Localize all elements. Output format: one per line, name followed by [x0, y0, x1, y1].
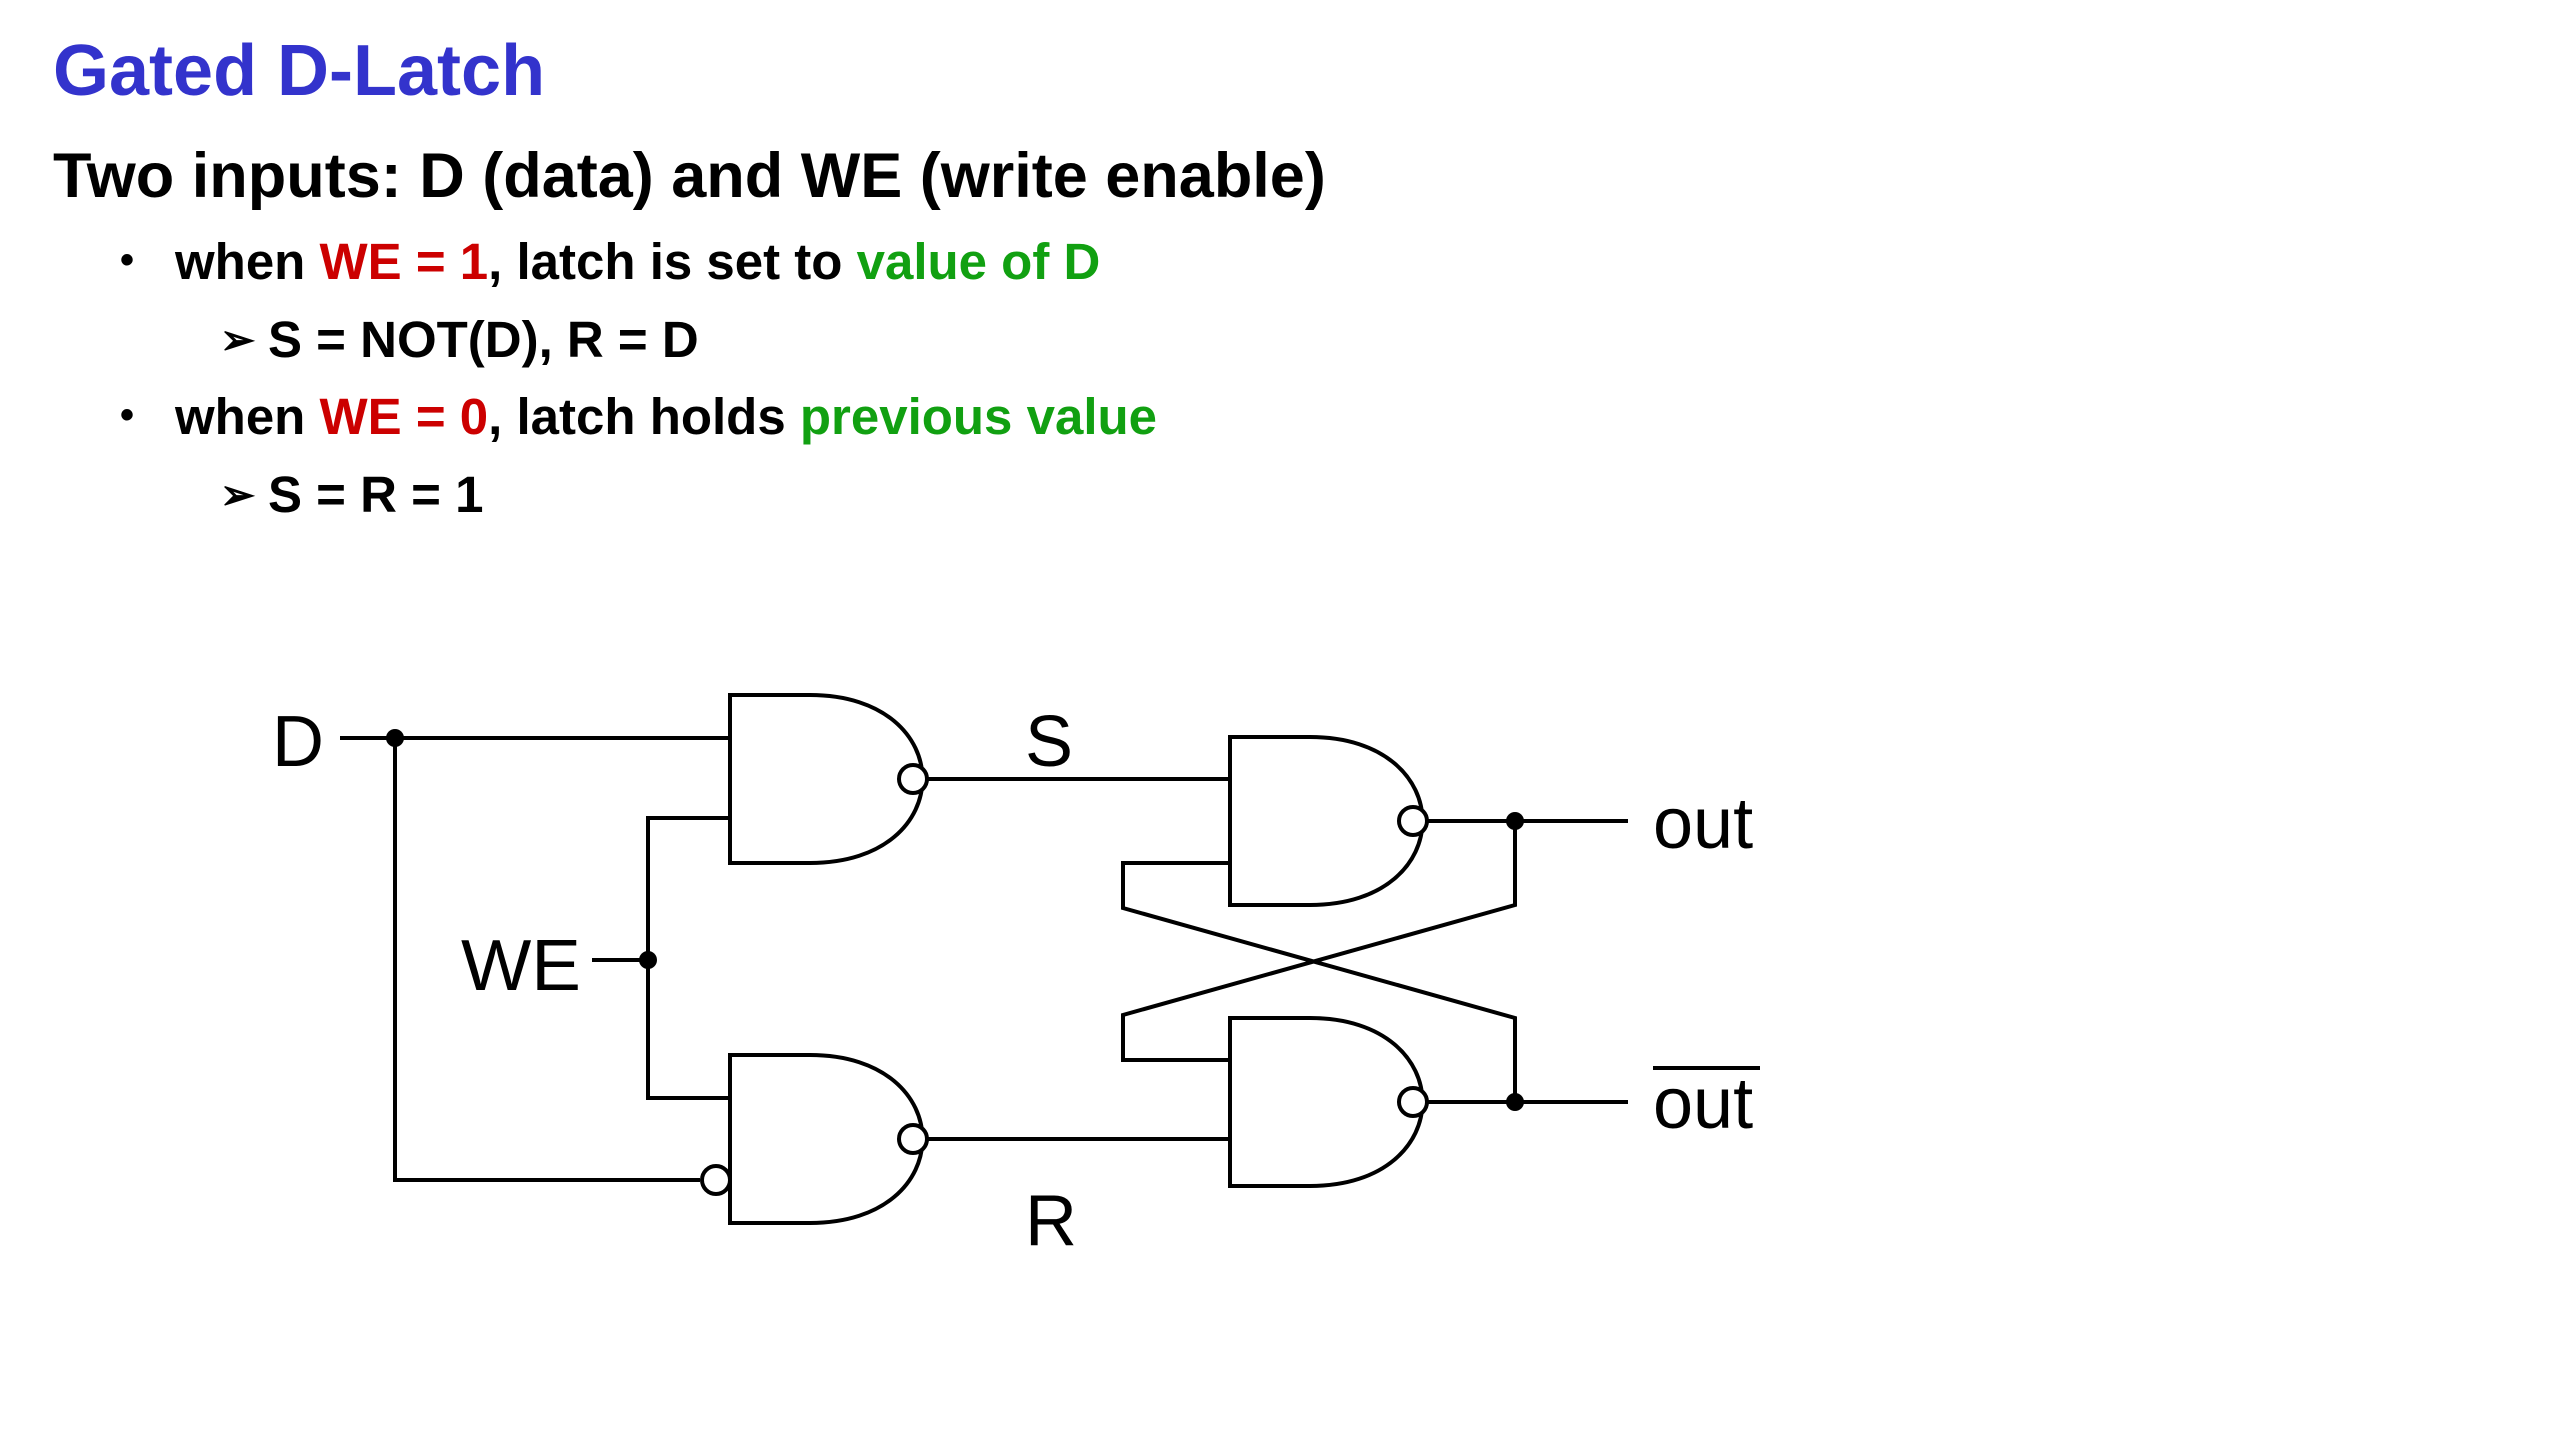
bullet-we-1: • when WE = 1, latch is set to value of D [120, 232, 1100, 291]
bullet-we-0: • when WE = 0, latch holds previous value [120, 387, 1157, 446]
bullet-prefix: when [175, 233, 320, 290]
label-d: D [272, 702, 324, 782]
bullet-dot-icon: • [120, 393, 135, 437]
arrow-bullet-icon: ➢ [220, 471, 256, 518]
junction-d [386, 729, 404, 747]
nand-gate-r-bubble [897, 1123, 929, 1155]
bullet-highlight: WE = 0 [319, 388, 489, 445]
nand-gate-s [728, 693, 925, 865]
subbullet-we-1: ➢ S = NOT(D), R = D [220, 310, 699, 369]
label-s: S [1025, 702, 1073, 782]
wire-d-down [393, 738, 700, 1182]
arrow-bullet-icon: ➢ [220, 316, 256, 363]
nand-gate-out-bar [1228, 1016, 1425, 1188]
wire-we-bus [646, 816, 730, 1100]
wire-feedback-out-bar [1121, 861, 1517, 1102]
label-out-bar: out [1653, 1064, 1753, 1144]
bullet-prefix: when [175, 388, 320, 445]
bullet-middle: , latch is set to [488, 233, 857, 290]
slide-title: Gated D-Latch [53, 31, 546, 111]
subbullet-text: S = NOT(D), R = D [268, 311, 699, 368]
slide-subtitle: Two inputs: D (data) and WE (write enabl… [53, 141, 1326, 211]
label-r: R [1025, 1181, 1077, 1261]
nand-gate-r [728, 1053, 925, 1225]
inverted-d-input-bubble [700, 1164, 732, 1196]
bullet-emphasis: value of D [856, 233, 1101, 290]
bullet-highlight: WE = 1 [319, 233, 489, 290]
nand-gate-out-bubble [1397, 805, 1429, 837]
label-we: WE [461, 926, 581, 1006]
bullet-emphasis: previous value [799, 388, 1158, 445]
label-out: out [1653, 784, 1753, 864]
bullet-middle: , latch holds [488, 388, 800, 445]
wire-feedback-out [1121, 821, 1517, 1062]
bullet-dot-icon: • [120, 238, 135, 282]
junction-we [639, 951, 657, 969]
nand-gate-out [1228, 735, 1425, 907]
nand-gate-out-bar-bubble [1397, 1086, 1429, 1118]
nand-gate-s-bubble [897, 763, 929, 795]
subbullet-we-0: ➢ S = R = 1 [220, 465, 483, 524]
subbullet-text: S = R = 1 [268, 466, 484, 523]
